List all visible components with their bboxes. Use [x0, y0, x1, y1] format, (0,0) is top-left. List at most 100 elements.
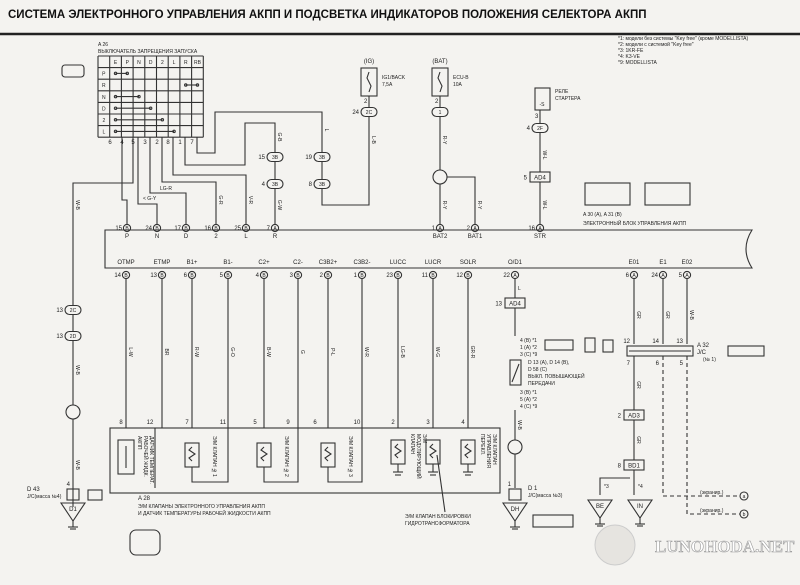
solenoid-block	[109, 427, 501, 494]
od-switch-contact	[511, 363, 520, 383]
junction-3b-19-num: 19	[305, 155, 312, 161]
ecu-bottom-pin-label: LUCR	[425, 260, 442, 266]
continuity-dot	[148, 106, 153, 110]
footnote: *4: K3-VE	[618, 54, 641, 60]
relay-pin: 3	[535, 114, 539, 120]
ecu-bottom-pin-label: E02	[682, 260, 693, 266]
ecu-top-pin-num: 2	[467, 226, 471, 232]
solenoid-pin: 4	[461, 420, 465, 426]
jc-num: (№ 1)	[703, 357, 716, 363]
ecu-top-pin-label: D	[184, 234, 189, 240]
switch-column: N	[137, 60, 141, 66]
continuity-dot	[125, 71, 130, 76]
continuity-dot	[137, 94, 141, 99]
od-pin: 3 (C) *9	[520, 352, 537, 358]
jc-box-icon	[66, 488, 80, 501]
switch-pin: 3	[143, 140, 147, 146]
connector-ad3-code: AD3	[628, 414, 640, 420]
ecu-bottom-pin-label: OTMP	[117, 260, 134, 266]
ecu-top-pin-label: N	[155, 234, 159, 240]
od-label: D 13 (A), D 14 (B),	[528, 360, 569, 366]
jc-name: J/C	[697, 350, 707, 356]
connector-2c-icon	[360, 106, 378, 118]
wire-color: W-B	[516, 420, 522, 430]
connector-face-icon	[129, 529, 161, 556]
lockup-label: Э/М КЛАПАН БЛОКИРОВКИ	[405, 514, 471, 520]
solenoid-g1-coil-winding	[429, 443, 437, 459]
fuse-element	[366, 71, 372, 93]
ground-pin: 4	[67, 482, 71, 488]
solenoid-return	[191, 428, 229, 483]
ground-in-label: IN	[637, 504, 643, 510]
jc-pin: 12	[623, 339, 630, 345]
junction-3b-15-num: 15	[258, 155, 265, 161]
connector-face-icon	[532, 514, 574, 528]
ecu-bottom-pin-connector-icon	[357, 270, 367, 280]
ecu-bottom-pin-num: 6	[626, 273, 630, 279]
solenoid-pin: 6	[313, 420, 317, 426]
ecu-bottom-pin-connector-icon	[510, 270, 520, 280]
continuity-dot	[113, 71, 118, 76]
solenoid-1-coil-icon	[184, 442, 200, 468]
connector-2d-left-code: 2D	[70, 334, 77, 340]
solenoid-name: Э/М КЛАПАН №1	[211, 436, 217, 477]
ecu-top-pin-connector-icon	[152, 223, 162, 233]
ecu-bottom-pin-connector-icon	[658, 270, 668, 280]
solenoid-2-coil-winding	[260, 446, 268, 462]
ecu-bottom-pin-num: 4	[256, 273, 260, 279]
switch-row: L	[102, 130, 105, 136]
footnote: *1: модели без системы "Key free" (кроме…	[618, 36, 749, 42]
splice-icon	[65, 404, 81, 420]
ecu-bottom-pin-connector-icon	[223, 270, 233, 280]
wire-color: GR	[635, 311, 641, 319]
solenoid-pin: 5	[253, 420, 257, 426]
ecu-top-pin-label: 2	[214, 234, 218, 240]
wire-color: LG-B	[399, 346, 405, 358]
connector-ad3-num: 2	[618, 414, 622, 420]
wire-lb	[321, 117, 370, 206]
connector-bd1-code: BD1	[628, 464, 640, 470]
ecu-bottom-pin-num: 14	[114, 273, 121, 279]
junction-3b-8-code: 3B	[319, 182, 326, 188]
ecu-bottom-pin-num: 6	[184, 273, 188, 279]
ecu-bottom-pin-connector-icon	[259, 270, 269, 280]
jc-pin: 7	[627, 361, 631, 367]
ecu-bottom-pin-connector-icon	[293, 270, 303, 280]
ecu-bottom-pin-connector-icon	[682, 270, 692, 280]
solenoid-pin: 7	[185, 420, 189, 426]
switch-column: R	[184, 60, 188, 66]
ecu-bottom-pin-conn: B	[326, 273, 330, 279]
junction-3b-4-code: 3B	[272, 182, 279, 188]
switch-column: P	[126, 60, 130, 66]
ecu-top-pin-connector-icon	[122, 223, 132, 233]
relay-icon	[534, 87, 551, 111]
ecu-bottom-pin-conn: B	[296, 273, 300, 279]
wire-color: W-R	[363, 347, 369, 357]
wire-color: W-G	[434, 347, 440, 357]
ecu-bottom-pin-conn: B	[262, 273, 266, 279]
ecu-bottom-pin-label: C2+	[258, 260, 270, 266]
ecu-bottom-pin-conn: B	[190, 273, 194, 279]
ecu-top-pin-connector-icon	[211, 223, 221, 233]
ecu-top-pin-num: 17	[174, 226, 181, 232]
solenoid-g2-coil-icon	[460, 439, 476, 465]
connector-face-icon	[87, 489, 103, 501]
jc-code: A 32	[697, 343, 710, 349]
wire-color: GR	[635, 381, 641, 389]
connector-face-icon	[61, 64, 85, 78]
wire-color: R-Y	[476, 201, 482, 210]
ecu-bottom-pin-conn: A	[632, 273, 636, 279]
ecu-top-pin-label: BAT2	[433, 234, 448, 240]
connector-face-icon	[727, 345, 765, 357]
ecu-bottom-pin-conn: B	[431, 273, 435, 279]
connector-2c-left-code: 2C	[70, 308, 77, 314]
junction-3b-4-icon	[266, 178, 284, 190]
watermark-text: LUNOHODA.NET	[655, 537, 795, 556]
ecu-bottom-pin-num: 11	[422, 273, 429, 279]
switch-pin: 7	[190, 140, 194, 146]
ground-be-label: BE	[596, 504, 604, 510]
fuse-source: (BAT)	[432, 59, 447, 65]
continuity-dot	[113, 129, 118, 134]
wire-gb	[184, 122, 276, 166]
